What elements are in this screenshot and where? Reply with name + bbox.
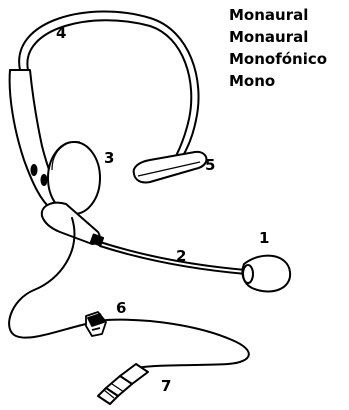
headband	[19, 11, 198, 158]
quick-disconnect-connector	[98, 364, 148, 404]
callout-3: 3	[104, 149, 114, 167]
microphone-boom	[100, 242, 246, 274]
microphone-windscreen	[242, 256, 290, 292]
headset-cord	[9, 218, 249, 368]
clothing-clip	[86, 312, 106, 336]
callout-5: 5	[205, 156, 215, 174]
temple-pad	[134, 152, 207, 183]
callout-4: 4	[56, 24, 66, 42]
boom-base	[42, 203, 103, 246]
callout-6: 6	[116, 299, 126, 317]
callout-7: 7	[161, 377, 171, 395]
callout-1: 1	[259, 229, 269, 247]
callout-2: 2	[176, 247, 186, 265]
